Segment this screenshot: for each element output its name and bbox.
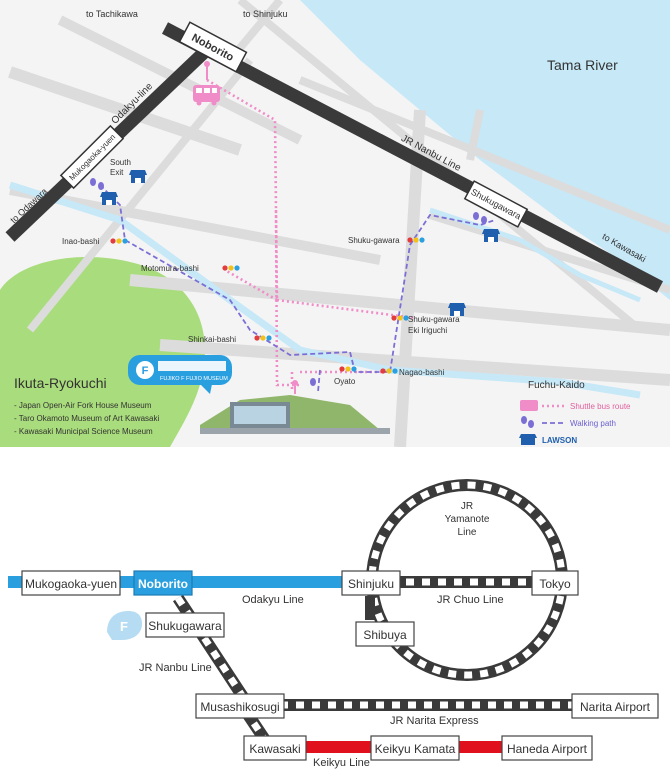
svg-text:Walking path: Walking path: [570, 419, 616, 428]
stop-shinkai-bashi: Shinkai-bashi: [188, 335, 272, 344]
footprints-icon: [473, 212, 487, 224]
svg-text:Shinjuku: Shinjuku: [348, 577, 394, 591]
lawson-store-icon: [482, 229, 500, 242]
bus-stop-pin-icon: [292, 380, 298, 394]
svg-text:Mukogaoka-yuen: Mukogaoka-yuen: [25, 577, 117, 591]
svg-text:Shuku-gawara: Shuku-gawara: [348, 236, 400, 245]
legend-walking: Walking path: [521, 416, 616, 428]
station-shukugawara: Shukugawara: [145, 612, 225, 638]
museum-logo-callout: F FUJIKO F FUJIO MUSEUM: [128, 355, 232, 394]
station-haneda-airport: Haneda Airport: [501, 735, 593, 761]
footprints-icon: [310, 378, 316, 386]
legend-shuttle: Shuttle bus route: [520, 400, 631, 411]
jr-narita-express-label: JR Narita Express: [390, 715, 479, 727]
museum-building-image: [200, 395, 390, 434]
svg-text:F: F: [142, 365, 149, 377]
park-name: Ikuta-Ryokuchi: [14, 375, 107, 391]
station-shibuya: Shibuya: [355, 621, 415, 647]
odakyu-line-label: Odakyu Line: [242, 594, 304, 606]
svg-text:Shuku-gawara: Shuku-gawara: [408, 315, 460, 324]
fuchu-kaido-label: Fuchu-Kaido: [528, 380, 585, 391]
nikaryo-canal: [8, 181, 641, 399]
svg-text:Shukugawara: Shukugawara: [148, 619, 222, 633]
station-keikyu-kamata: Keikyu Kamata: [370, 735, 460, 761]
area-map: Noborito Mukogaoka-yuen Shukugawara Tama…: [0, 0, 670, 448]
station-narita-airport: Narita Airport: [571, 693, 659, 719]
svg-text:Tokyo: Tokyo: [539, 577, 571, 591]
svg-text:Kawasaki: Kawasaki: [249, 742, 300, 756]
stop-shuku-gawara: Shuku-gawara: [348, 236, 425, 245]
shuttle-bus-icon: [193, 61, 220, 106]
walking-path: [99, 184, 496, 373]
svg-text:Nagao-bashi: Nagao-bashi: [399, 368, 445, 377]
jr-yamanote-label-1: JR: [461, 501, 473, 512]
to-tachikawa-label: to Tachikawa: [86, 9, 138, 19]
station-noborito: Noborito: [133, 570, 193, 596]
svg-text:Inao-bashi: Inao-bashi: [62, 237, 100, 246]
bus-stops: Inao-bashi Shuku-gawara Motomura-bashi S…: [62, 236, 460, 386]
jr-nanbu-line-label: JR Nanbu Line: [139, 662, 212, 674]
svg-text:Shuttle bus route: Shuttle bus route: [570, 402, 631, 411]
stop-shuku-gawara-eki-iriguchi: Shuku-gawara Eki Iriguchi: [391, 315, 460, 335]
station-tokyo: Tokyo: [531, 570, 579, 596]
lawson-store-icon: [448, 303, 466, 316]
station-musashikosugi: Musashikosugi: [195, 693, 285, 719]
svg-text:F: F: [120, 619, 128, 634]
lawson-store-icon: [100, 192, 118, 205]
roads: [8, 0, 670, 448]
station-kawasaki: Kawasaki: [243, 735, 307, 761]
to-shinjuku-label: to Shinjuku: [243, 9, 288, 19]
jr-nanbu-line-track: [161, 22, 664, 293]
stop-inao-bashi: Inao-bashi: [62, 237, 128, 246]
jr-chuo-line-label: JR Chuo Line: [437, 594, 504, 606]
svg-text:Shinkai-bashi: Shinkai-bashi: [188, 335, 236, 344]
svg-text:Motomura-bashi: Motomura-bashi: [141, 264, 199, 273]
canal-branch: [429, 207, 641, 303]
svg-text:Eki Iriguchi: Eki Iriguchi: [408, 326, 447, 335]
tama-river: [300, 0, 670, 300]
jr-yamanote-label-2: Yamanote: [445, 514, 490, 525]
park-facility-2: - Taro Okamoto Museum of Art Kawasaki: [14, 414, 159, 423]
legend-lawson: LAWSON: [519, 434, 577, 445]
route-diagram: Mukogaoka-yuen Noborito Shinjuku Tokyo S…: [0, 467, 670, 772]
stop-motomura-bashi: Motomura-bashi: [141, 264, 240, 273]
svg-text:Keikyu Kamata: Keikyu Kamata: [375, 742, 456, 756]
svg-text:Oyato: Oyato: [334, 377, 356, 386]
svg-text:Narita Airport: Narita Airport: [580, 700, 651, 714]
keikyu-line-label: Keikyu Line: [313, 757, 370, 769]
park-facility-1: - Japan Open-Air Fork House Museum: [14, 401, 152, 410]
tama-river-label: Tama River: [547, 57, 618, 73]
svg-text:LAWSON: LAWSON: [542, 436, 577, 445]
park-facility-3: - Kawasaki Municipal Science Museum: [14, 427, 153, 436]
svg-text:Haneda Airport: Haneda Airport: [507, 742, 588, 756]
stop-nagao-bashi: Nagao-bashi: [380, 368, 445, 377]
map-legend: Shuttle bus route Walking path LAWSON: [519, 400, 631, 445]
station-shinjuku: Shinjuku: [341, 570, 401, 596]
jr-yamanote-label-3: Line: [458, 527, 477, 538]
svg-text:Shibuya: Shibuya: [363, 628, 407, 642]
svg-text:Noborito: Noborito: [138, 577, 188, 591]
fujiko-f-fujio-museum-logo-icon: F: [107, 611, 142, 640]
stop-oyato: Oyato: [334, 366, 357, 386]
footprints-icon: [90, 178, 104, 190]
svg-text:Musashikosugi: Musashikosugi: [200, 700, 279, 714]
station-mukogaoka-yuen: Mukogaoka-yuen: [21, 570, 121, 596]
svg-text:FUJIKO F FUJIO MUSEUM: FUJIKO F FUJIO MUSEUM: [160, 376, 228, 382]
lawson-store-icon: [129, 170, 147, 183]
